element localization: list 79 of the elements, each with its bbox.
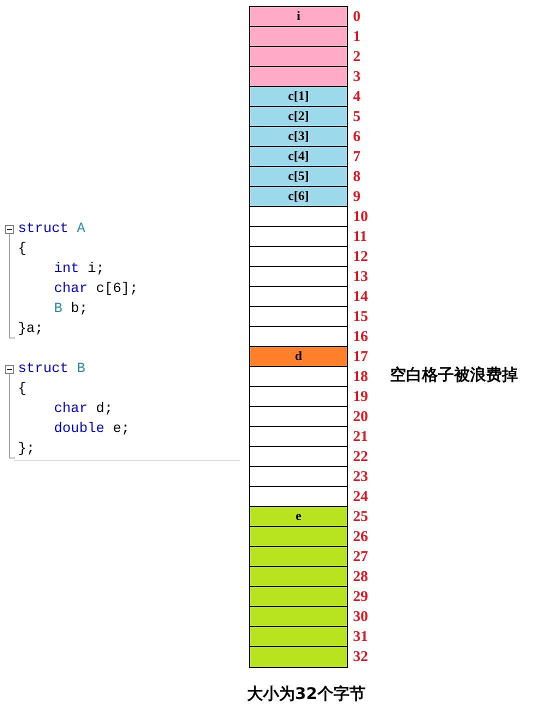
code-line: B b; <box>54 300 88 319</box>
memory-cell: c[2] <box>249 106 348 128</box>
memory-cell <box>249 266 348 288</box>
address-number: 29 <box>353 588 368 607</box>
memory-cell: c[5] <box>249 166 348 188</box>
memory-cell: d <box>249 346 348 368</box>
memory-cell <box>249 246 348 268</box>
memory-cell <box>249 306 348 328</box>
address-number: 31 <box>353 628 368 647</box>
code-line: char c[6]; <box>54 280 138 299</box>
memory-cell <box>249 426 348 448</box>
code-line: { <box>18 240 26 259</box>
note-text: 大小为32个字节 <box>247 684 366 705</box>
address-number: 21 <box>353 428 368 447</box>
code-line: char d; <box>54 400 113 419</box>
address-number: 14 <box>353 288 368 307</box>
address-number: 19 <box>353 388 368 407</box>
memory-cell <box>249 466 348 488</box>
memory-cell <box>249 566 348 588</box>
memory-cell: e <box>249 506 348 528</box>
address-number: 10 <box>353 208 368 227</box>
address-number: 22 <box>353 448 368 467</box>
address-number: 12 <box>353 248 368 267</box>
memory-cell: i <box>249 6 348 28</box>
address-number: 0 <box>353 8 360 27</box>
address-number: 16 <box>353 328 368 347</box>
address-number: 8 <box>353 168 360 187</box>
memory-cell <box>249 606 348 628</box>
memory-cell <box>249 446 348 468</box>
memory-cell <box>249 326 348 348</box>
address-number: 4 <box>353 88 360 107</box>
note-text: 空白格子被浪费掉 <box>390 365 518 386</box>
memory-cell <box>249 46 348 68</box>
memory-cell <box>249 486 348 508</box>
memory-cell <box>249 626 348 648</box>
address-number: 20 <box>353 408 368 427</box>
code-line: int i; <box>54 260 104 279</box>
memory-cell <box>249 586 348 608</box>
address-number: 15 <box>353 308 368 327</box>
memory-cell <box>249 526 348 548</box>
memory-cell <box>249 366 348 388</box>
memory-cell <box>249 386 348 408</box>
memory-cell: c[3] <box>249 126 348 148</box>
address-number: 28 <box>353 568 368 587</box>
memory-cell <box>249 646 348 668</box>
memory-cell <box>249 546 348 568</box>
address-number: 30 <box>353 608 368 627</box>
address-number: 3 <box>353 68 360 87</box>
address-number: 25 <box>353 508 368 527</box>
memory-cell <box>249 206 348 228</box>
memory-cell: c[1] <box>249 86 348 108</box>
code-line: struct A <box>18 220 86 239</box>
memory-cell <box>249 66 348 88</box>
memory-cell: c[4] <box>249 146 348 168</box>
address-number: 27 <box>353 548 368 567</box>
memory-cell: c[6] <box>249 186 348 208</box>
code-line: struct B <box>18 360 86 379</box>
address-number: 24 <box>353 488 368 507</box>
address-number: 9 <box>353 188 360 207</box>
address-number: 7 <box>353 148 360 167</box>
memory-cell <box>249 286 348 308</box>
address-number: 17 <box>353 348 368 367</box>
address-number: 23 <box>353 468 368 487</box>
address-number: 18 <box>353 368 368 387</box>
address-number: 11 <box>353 228 368 247</box>
address-number: 6 <box>353 128 360 147</box>
code-line: { <box>18 380 26 399</box>
code-line: double e; <box>54 420 130 439</box>
address-number: 26 <box>353 528 368 547</box>
memory-cell <box>249 226 348 248</box>
address-number: 2 <box>353 48 360 67</box>
address-number: 13 <box>353 268 368 287</box>
address-number: 32 <box>353 648 368 667</box>
code-line: }; <box>18 440 35 459</box>
address-number: 1 <box>353 28 360 47</box>
memory-cell <box>249 406 348 428</box>
address-number: 5 <box>353 108 360 127</box>
code-line: }a; <box>18 320 44 339</box>
memory-cell <box>249 26 348 48</box>
